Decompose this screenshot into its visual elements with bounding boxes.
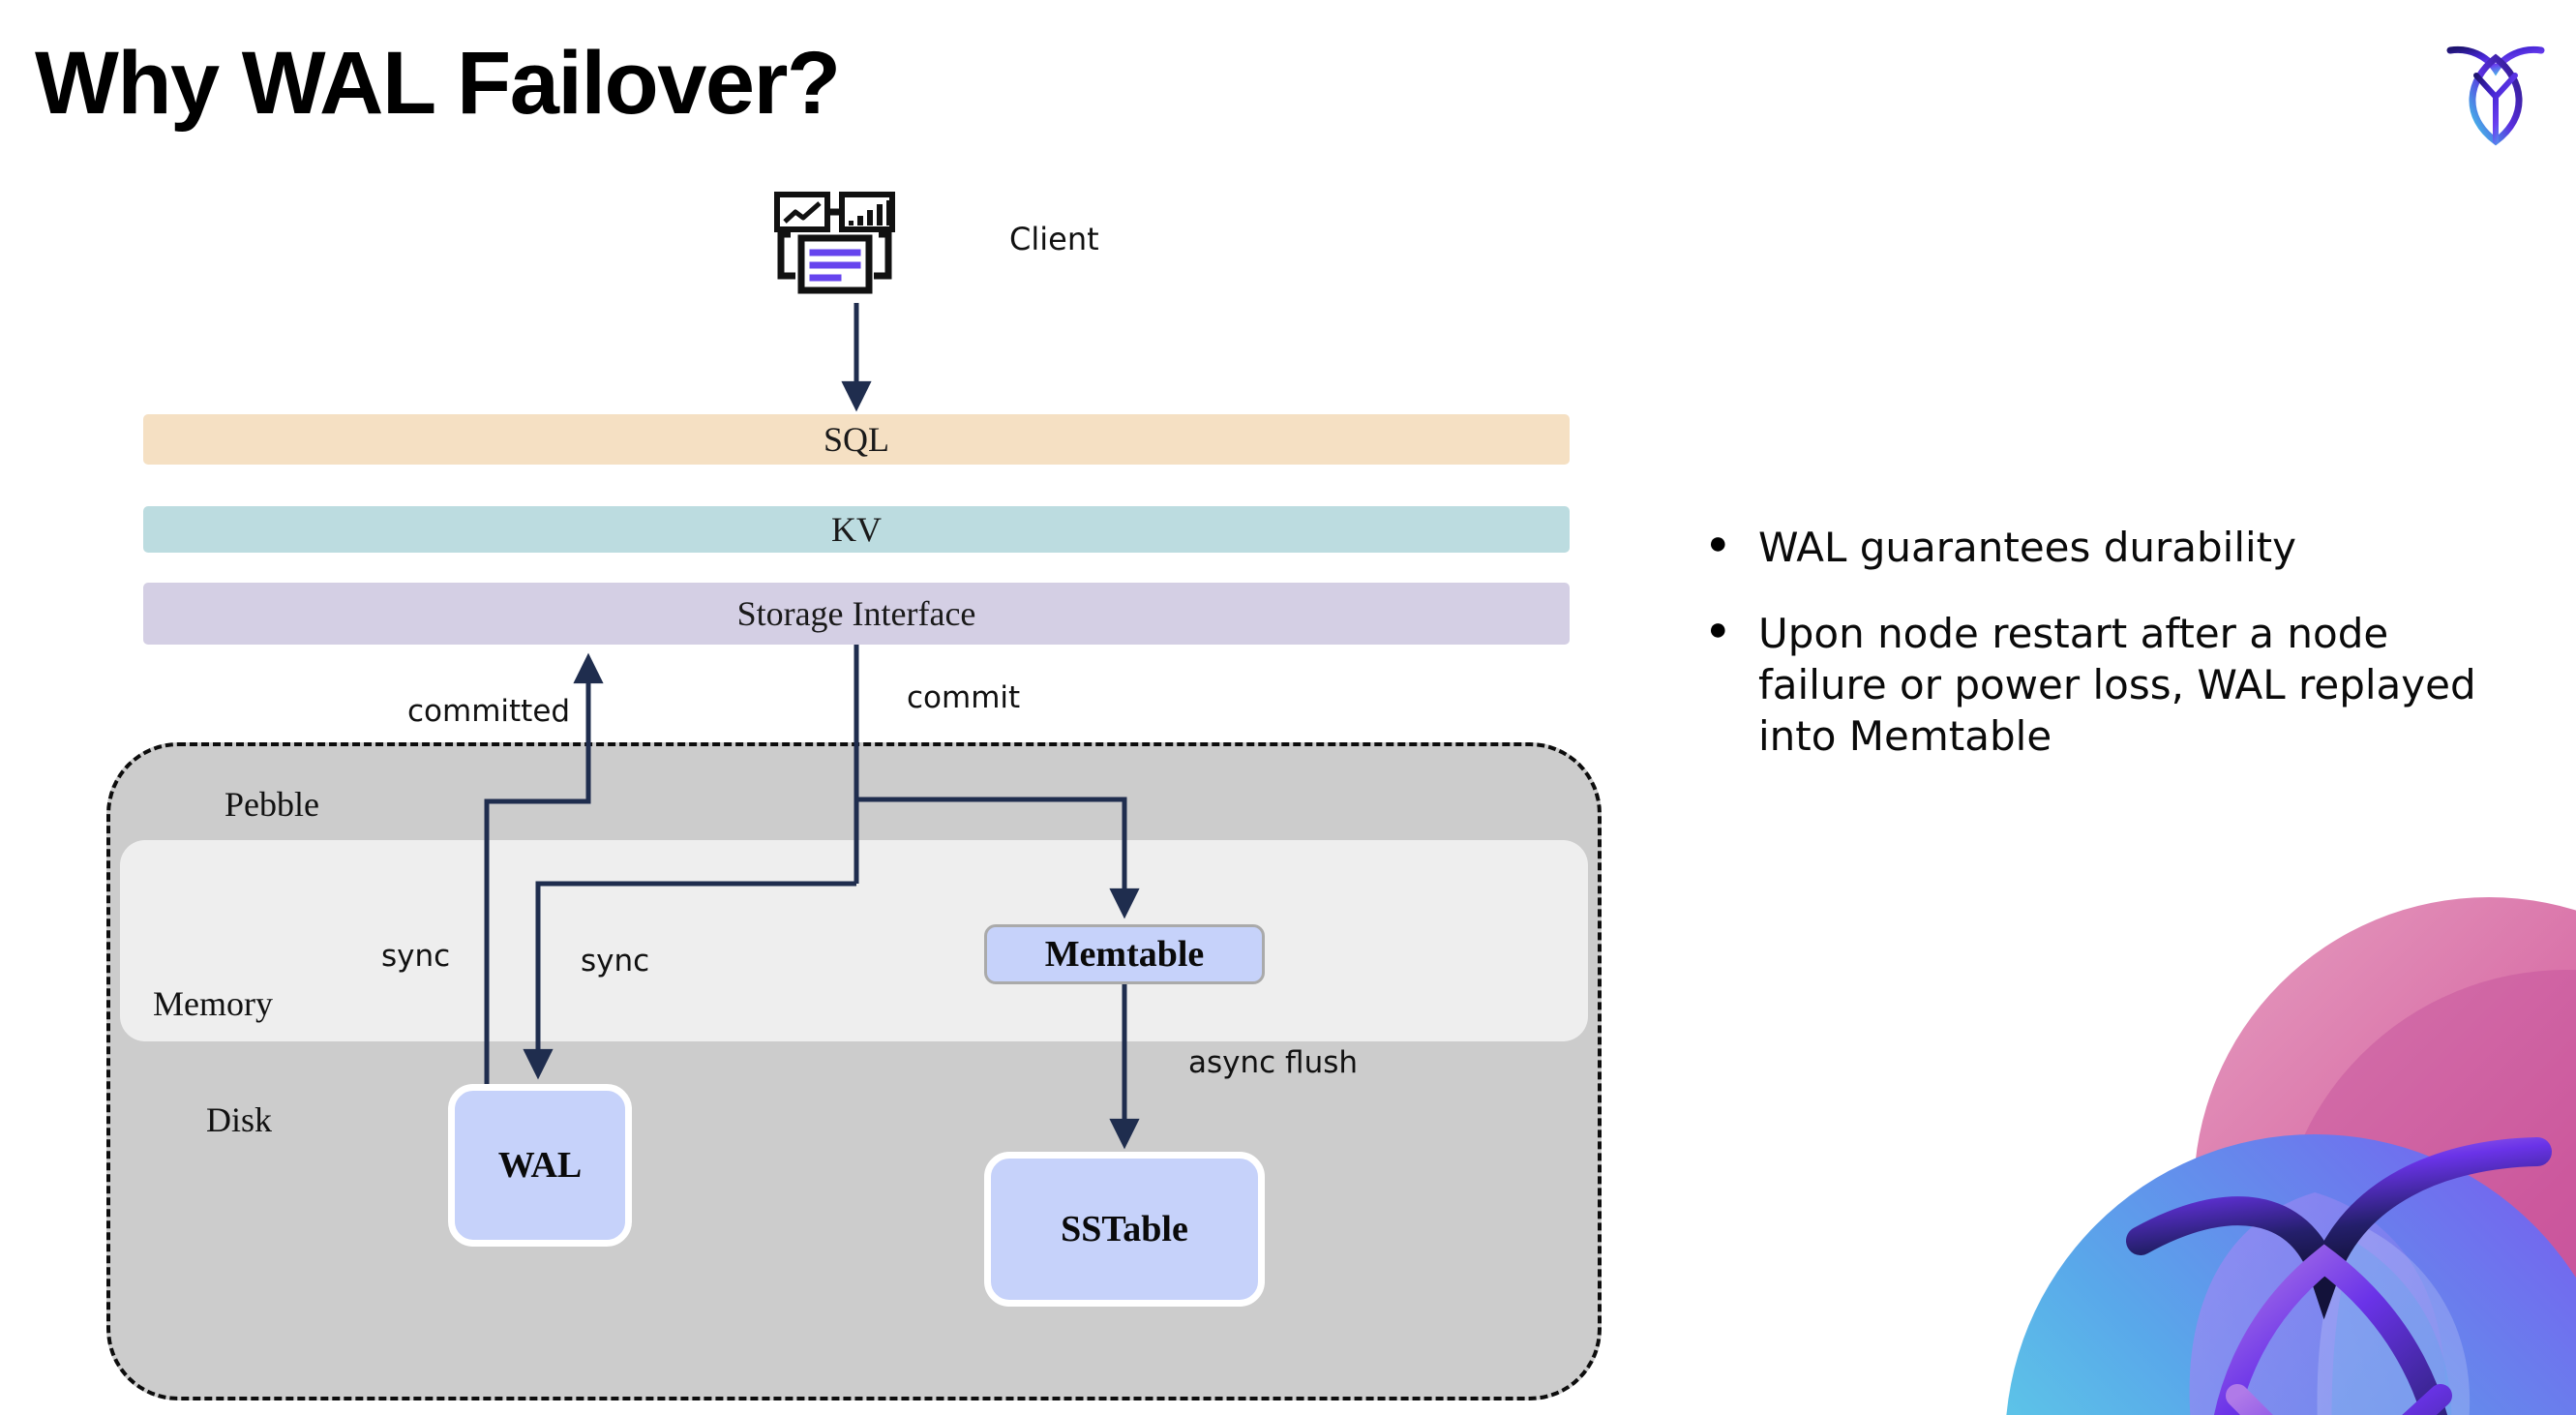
- node-label-wal: WAL: [497, 1145, 583, 1186]
- layer-bar-storage-interface: Storage Interface: [143, 583, 1570, 645]
- list-item: ● Upon node restart after a node failure…: [1700, 609, 2523, 763]
- disk-region-label: Disk: [206, 1100, 273, 1139]
- node-box-wal: WAL: [448, 1084, 632, 1247]
- node-label-memtable: Memtable: [1044, 934, 1205, 975]
- bullet-list: ● WAL guarantees durability ● Upon node …: [1700, 523, 2523, 798]
- layer-label-sql: SQL: [823, 420, 889, 459]
- layer-label-storage-interface: Storage Interface: [736, 594, 976, 633]
- bullet-marker-icon: ●: [1708, 610, 1728, 647]
- edge-committed-to-storage: [484, 652, 604, 1084]
- edge-commit-to-memtable: [856, 797, 1140, 919]
- edge-label-committed: committed: [407, 694, 571, 729]
- node-label-sstable: SSTable: [1061, 1209, 1188, 1249]
- pebble-label: Pebble: [225, 785, 319, 824]
- list-item: ● WAL guarantees durability: [1700, 523, 2523, 574]
- layer-bar-sql: SQL: [143, 414, 1570, 465]
- bullet-marker-icon: ●: [1708, 525, 1728, 561]
- layer-label-kv: KV: [831, 510, 882, 549]
- cockroach-labs-logo-icon: [2446, 45, 2545, 146]
- edge-sync-to-wal: [523, 881, 856, 1080]
- client-label: Client: [1009, 221, 1099, 257]
- edge-label-async-flush: async flush: [1188, 1045, 1359, 1080]
- edge-label-sync-write: sync: [581, 944, 650, 978]
- node-box-memtable: Memtable: [984, 924, 1265, 984]
- edge-label-sync-ack: sync: [381, 939, 451, 974]
- bullet-text: WAL guarantees durability: [1758, 524, 2297, 571]
- page-title: Why WAL Failover?: [35, 34, 841, 133]
- memory-region-label: Memory: [153, 984, 273, 1023]
- node-box-sstable: SSTable: [984, 1152, 1265, 1307]
- diagram-connectors: [484, 303, 1140, 1150]
- client-dashboard-icon: [774, 192, 895, 294]
- edge-label-commit: commit: [907, 680, 1021, 715]
- bullet-text: Upon node restart after a node failure o…: [1758, 609, 2476, 760]
- cockroach-labs-decorative-logo-icon: [2006, 897, 2576, 1415]
- layer-bar-kv: KV: [143, 506, 1570, 553]
